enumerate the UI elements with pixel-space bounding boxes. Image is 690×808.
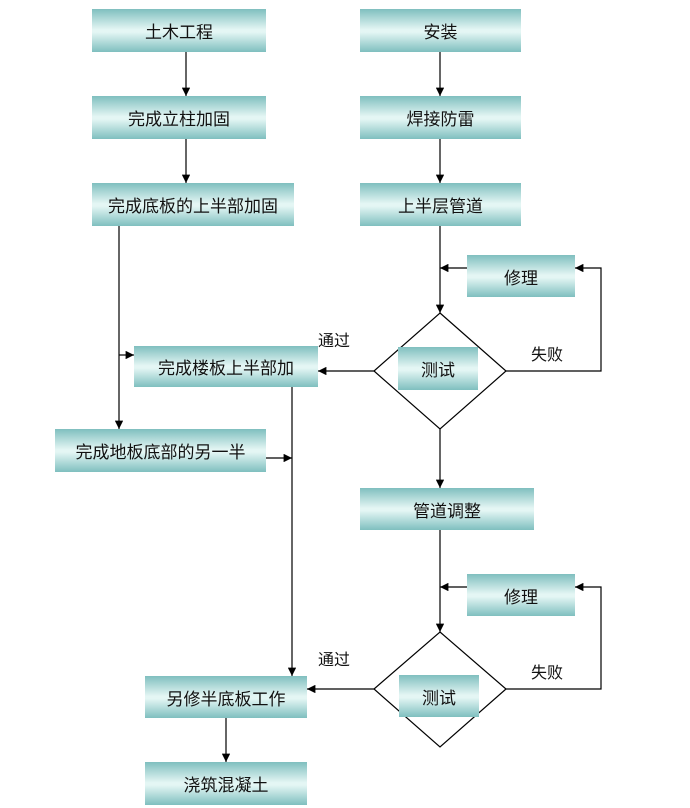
node-pour-concrete: 浇筑混凝土 xyxy=(145,762,307,805)
node-civil-engineering: 土木工程 xyxy=(92,9,266,52)
edge-label-pass-2: 通过 xyxy=(318,650,351,669)
node-test-1: 测试 xyxy=(398,347,478,390)
node-upper-pipe: 上半层管道 xyxy=(360,183,521,226)
edge-label-pass-1: 通过 xyxy=(318,331,351,350)
node-pipe-adjust: 管道调整 xyxy=(360,488,534,530)
arrow-test1-fail-to-repair1 xyxy=(506,263,602,372)
edge-label-fail-2: 失败 xyxy=(531,663,564,682)
node-test-2: 测试 xyxy=(399,675,479,717)
node-repair-2: 修理 xyxy=(467,574,575,616)
edge-label-fail-1: 失败 xyxy=(531,345,564,364)
node-weld-lightning: 焊接防雷 xyxy=(360,96,521,139)
node-install: 安装 xyxy=(360,9,521,52)
node-other-half-floor: 另修半底板工作 xyxy=(145,676,307,718)
node-repair-1: 修理 xyxy=(467,255,575,297)
node-column-reinforcement: 完成立柱加固 xyxy=(92,96,266,139)
arrow-test2-fail-to-repair2 xyxy=(506,582,602,690)
node-ground-other-half: 完成地板底部的另一半 xyxy=(55,429,266,472)
node-floor-upper-reinforcement: 完成底板的上半部加固 xyxy=(92,183,294,226)
node-slab-upper: 完成楼板上半部加 xyxy=(134,346,318,387)
